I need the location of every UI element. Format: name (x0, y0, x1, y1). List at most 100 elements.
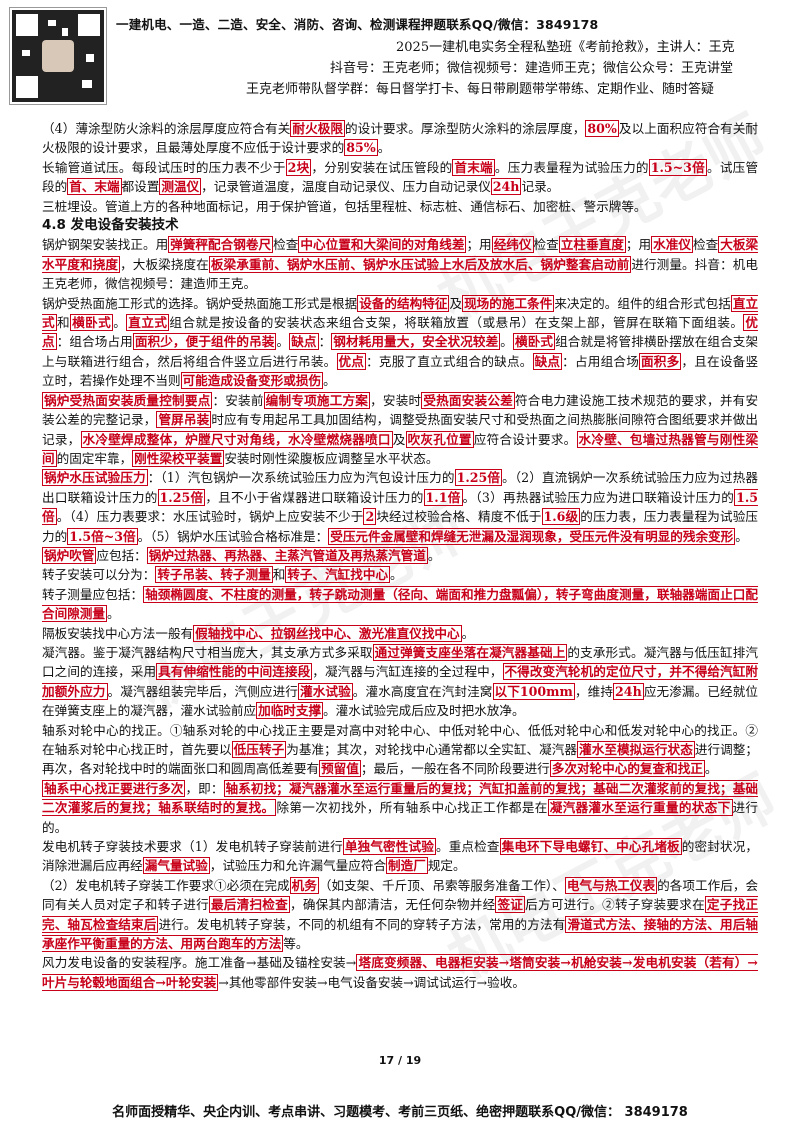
body-text: 的固定牢靠， (56, 450, 133, 466)
body-text: 。灌水试验完成后应及时把水放净。 (323, 703, 525, 719)
body-text: 组合就是按设备的安装状态来组合支架，将联箱放置（或悬吊）在支架上部，管屏在联箱下… (169, 315, 744, 331)
body-text: 。试压管段的 (42, 159, 759, 195)
key-phrase: 多次对轮中心的复查和找正 (549, 760, 705, 778)
key-phrase: 单独气密性试验 (342, 838, 436, 856)
body-text: ：克服了直立式组合的缺点。 (366, 353, 533, 369)
body-text: ；用 (625, 237, 652, 253)
key-phrase: 水冷壁焊成整体，炉膛尺寸对角线，水冷壁燃烧器喷口 (80, 430, 393, 448)
key-phrase: 2块 (285, 158, 312, 176)
body-text: 检查 (273, 237, 299, 253)
body-text: 规定。 (427, 858, 466, 874)
key-phrase: 受热面安装公差 (421, 391, 515, 409)
header-line-2: 抖音号：王克老师；微信视频号：建造师王克；微信公众号：王克讲堂 (330, 61, 734, 76)
body-text: 。（2）直流锅炉一次系统试验压力应为过热器出口联箱设计压力的 (42, 470, 758, 505)
key-phrase: 低压转子 (231, 741, 287, 758)
key-phrase: 受压元件金属壁和焊缝无泄漏及湿润现象，受压元件没有明显的残余变形 (328, 527, 736, 545)
body-text: ：组合场占用 (56, 334, 133, 350)
key-phrase: 经纬仪 (491, 236, 534, 254)
paragraph: 轴系中心找正要进行多次，即：轴系初找；凝汽器灌水至运行重量后的复找；汽缸扣盖前的… (42, 779, 759, 837)
body-text: ，且不小于省煤器进口联箱设计压力的 (205, 489, 424, 505)
key-phrase: 漏气量试验 (142, 857, 210, 875)
body-text: 检查 (693, 237, 719, 253)
section-heading: 4.8 发电设备安装技术 (42, 216, 758, 235)
key-phrase: 1.6级 (541, 508, 581, 526)
body-text: 。 (735, 528, 748, 544)
key-phrase: 中心位置和大梁间的对角线差 (298, 236, 467, 254)
key-phrase: 加临时支撑 (256, 702, 324, 720)
key-phrase: 锅炉受热面安装质量控制要点 (42, 391, 213, 409)
key-phrase: 假轴找中心、拉钢丝找中心、激光准直仪找中心 (193, 624, 462, 642)
paragraph: 转子测量应包括：轴颈椭圆度、不柱度的测量，转子跳动测量（径向、端面和推力盘瓢偏）… (42, 585, 759, 624)
key-phrase: 缺点 (289, 333, 319, 351)
body-text: 应无渗漏。已经就位在弹簧支座上的凝汽器，灌水试验前应 (42, 683, 759, 719)
body-text: 转子测量应包括： (42, 586, 144, 602)
body-text: ，凝汽器与汽缸连接的全过程中， (312, 664, 503, 680)
body-text: ：（1）汽包锅炉一次系统试验压力应为汽包设计压力的 (147, 470, 455, 486)
body-text: 组合就是将管排横卧摆放在组合支架上与联箱进行组合，然后将组合件竖立后进行吊装。 (42, 334, 759, 369)
body-text: 锅炉钢架安装找正。用 (42, 237, 169, 253)
body-text: 安装时刚性梁腹板应调整呈水平状态。 (224, 450, 439, 466)
body-text: ，维持 (574, 683, 614, 699)
body-text: 。（3）再热器试验压力应为进口联箱设计压力的 (462, 489, 735, 505)
body-text: 及 (449, 295, 463, 311)
body-text: 。 (427, 547, 441, 563)
body-text: 。 (461, 625, 475, 641)
key-phrase: 直立式 (42, 294, 759, 332)
body-text: 发电机转子穿装技术要求（1）发电机转子穿装前进行 (42, 839, 343, 855)
body-text: 进行的。 (42, 800, 759, 835)
key-phrase: 轴系中心找正要进行多次 (42, 779, 186, 797)
paragraph: 风力发电设备的安装程序。施工准备→基础及锚栓安装→塔底变频器、电器柜安装→塔筒安… (42, 953, 758, 992)
key-phrase: 转子、汽缸找中心 (285, 566, 391, 584)
body-text: （2）发电机转子穿装工作要求①必须在完成 (42, 877, 290, 893)
body-text: ，且在设备竖立时，若操作处理不当则 (42, 353, 759, 389)
paragraph: 发电机转子穿装技术要求（1）发电机转子穿装前进行单独气密性试验。重点检查集电环下… (42, 837, 758, 876)
page-number: 17 / 19 (378, 1054, 422, 1067)
key-phrase: 现场的施工条件 (462, 294, 555, 312)
key-phrase: 最后清扫检查 (208, 896, 290, 914)
key-phrase: 1.25倍 (157, 488, 206, 506)
body-text: ，记录管道温度，温度自动记录仪、压力自动记录仪 (201, 179, 491, 195)
key-phrase: 横卧式 (70, 314, 114, 332)
body-text: ，试验压力和允许漏气量应符合 (209, 858, 387, 874)
body-text: 后方可进行。②转子穿装要求在 (525, 897, 705, 913)
key-phrase: 1.25倍 (454, 469, 503, 487)
body-text: 的密封状况，消除泄漏后应再经 (42, 839, 759, 874)
key-phrase: 电气与热工仪表 (564, 876, 658, 894)
body-text: 为基准；其次，对轮找中心通常都以全实缸、凝汽器 (286, 742, 578, 757)
paragraph: 凝汽器。鉴于凝汽器结构尺寸相当庞大，其支承方式多采取通过弹簧支座坐落在凝汽器基础… (42, 643, 759, 721)
key-phrase: 滑道式方法、接轴的方法、用后轴承座作平衡重量的方法、用两台跑车的方法 (42, 915, 759, 953)
body-text: 轴系对轮中心的找正。①轴系对轮的中心找正主要是对高中对轮中心、中低对轮中心、低低… (42, 722, 758, 757)
body-text: 和 (57, 315, 71, 331)
body-text: 。 (390, 567, 403, 583)
body-text: ；用 (466, 237, 492, 253)
key-phrase: 水准仪 (651, 236, 693, 254)
key-phrase: 灌水试验 (298, 682, 353, 700)
body-text: 检查 (533, 237, 559, 253)
key-phrase: 具有伸缩性能的中间连接段 (156, 663, 313, 681)
header-line-3: 王克老师带队督学群：每日督学打卡、每日带刷题带学带练、定期作业、随时答疑 (246, 82, 715, 97)
key-phrase: 首末端 (452, 158, 495, 176)
key-phrase: 塔底变频器、电器柜安装→塔筒安装→机舱安装→发电机安装（若有）→叶片与轮毂地面组… (42, 954, 758, 991)
header-line-1: 2025一建机电实务全程私塾班《考前抢救》，主讲人：王克 (396, 40, 735, 55)
key-phrase: 签证 (495, 896, 526, 914)
key-phrase: 80% (585, 120, 619, 137)
body-text: 转子安装可以分为： (42, 567, 156, 583)
key-phrase: 以下100mm (492, 682, 575, 700)
key-phrase: 设备的结构特征 (357, 294, 450, 312)
body-text: 三桩埋设。管道上方的各种地面标记，用于保护管道，包括里程桩、标志桩、通信标石、加… (42, 198, 647, 214)
key-phrase: 1.5倍 (42, 488, 759, 526)
key-phrase: 测温仪 (159, 178, 202, 196)
body-text: 。 (106, 606, 120, 622)
footer-banner: 名师面授精华、央企内训、考点串讲、习题模考、考前三页纸、绝密押题联系QQ/微信：… (112, 1105, 688, 1120)
body-text: ，安装时 (370, 392, 422, 408)
qr-code (10, 8, 106, 104)
paragraph: 轴系对轮中心的找正。①轴系对轮的中心找正主要是对高中对轮中心、中低对轮中心、低低… (42, 721, 758, 779)
body-text: →其他零部件安装→电气设备安装→调试试运行→验收。 (218, 974, 525, 990)
paragraph: 锅炉钢架安装找正。用弹簧秤配合钢卷尺检查中心位置和大梁间的对角线差；用经纬仪检查… (42, 235, 759, 293)
body-text: 风力发电设备的安装程序。施工准备→基础及锚栓安装→ (42, 955, 357, 971)
top-banner: 一建机电、一造、二造、安全、消防、咨询、检测课程押题联系QQ/微信：384917… (116, 17, 599, 32)
key-phrase: 制造厂 (386, 857, 428, 875)
paragraph: 锅炉受热面安装质量控制要点：安装前编制专项施工方案，安装时受热面安装公差符合电力… (42, 391, 759, 469)
key-phrase: 吹灰孔位置 (405, 430, 474, 448)
